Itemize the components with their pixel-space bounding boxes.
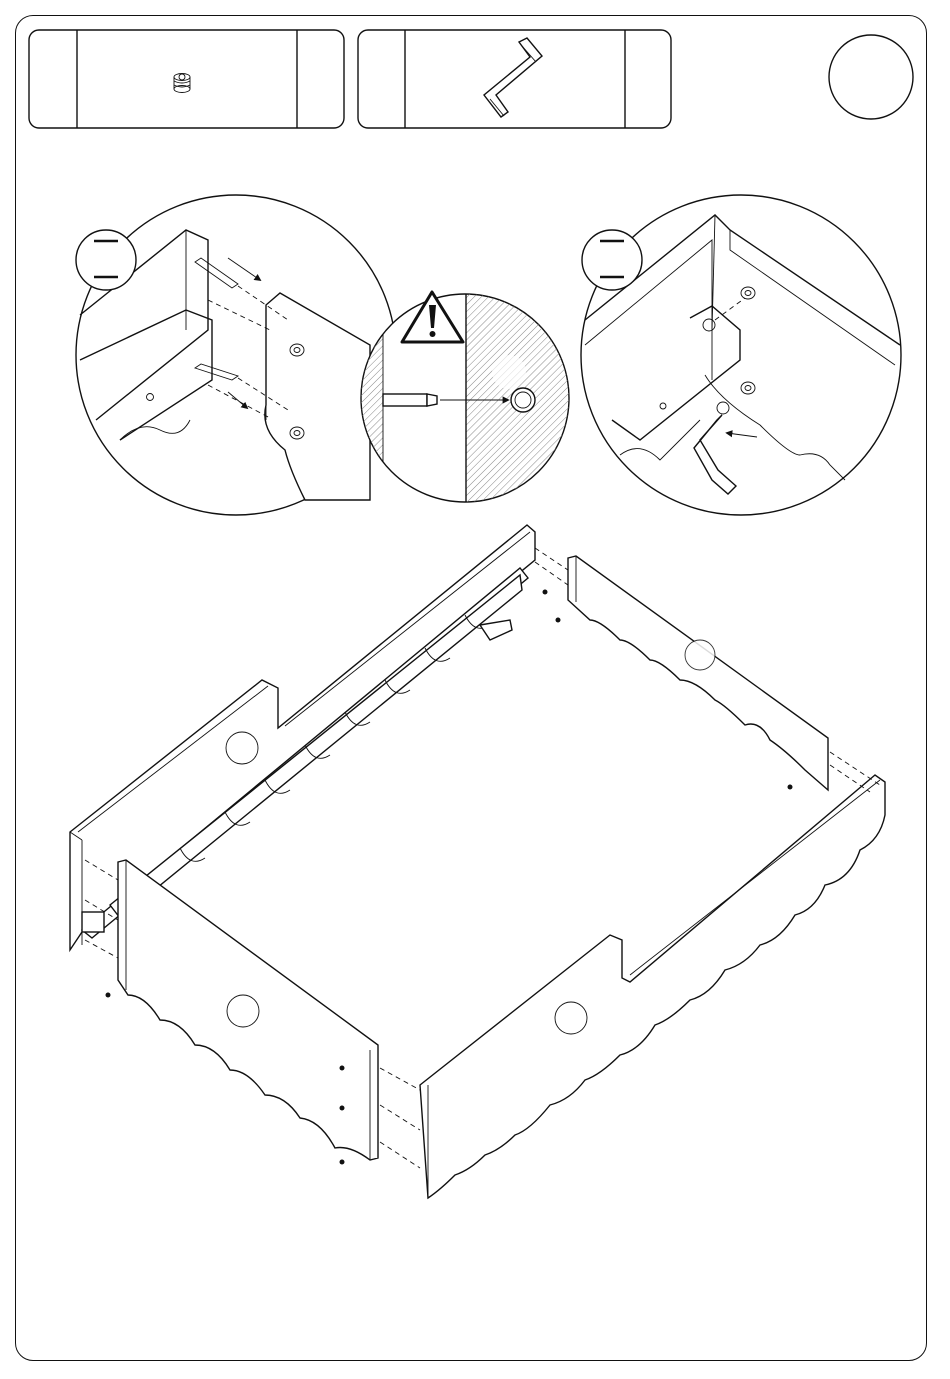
step-number-circle xyxy=(829,35,913,119)
threaded-insert-icon xyxy=(174,74,190,93)
dowel-insertion-detail xyxy=(76,195,396,515)
warning-detail xyxy=(361,292,570,504)
hex-key-icon xyxy=(484,38,542,117)
left-end-panel xyxy=(118,860,378,1160)
bed-frame-assembly xyxy=(70,525,885,1198)
hex-key-tightening-detail xyxy=(581,195,901,515)
front-side-panel xyxy=(420,775,885,1198)
right-end-panel xyxy=(568,556,828,790)
part-box-threaded-insert xyxy=(29,30,344,128)
part-box-hex-key xyxy=(358,30,671,128)
